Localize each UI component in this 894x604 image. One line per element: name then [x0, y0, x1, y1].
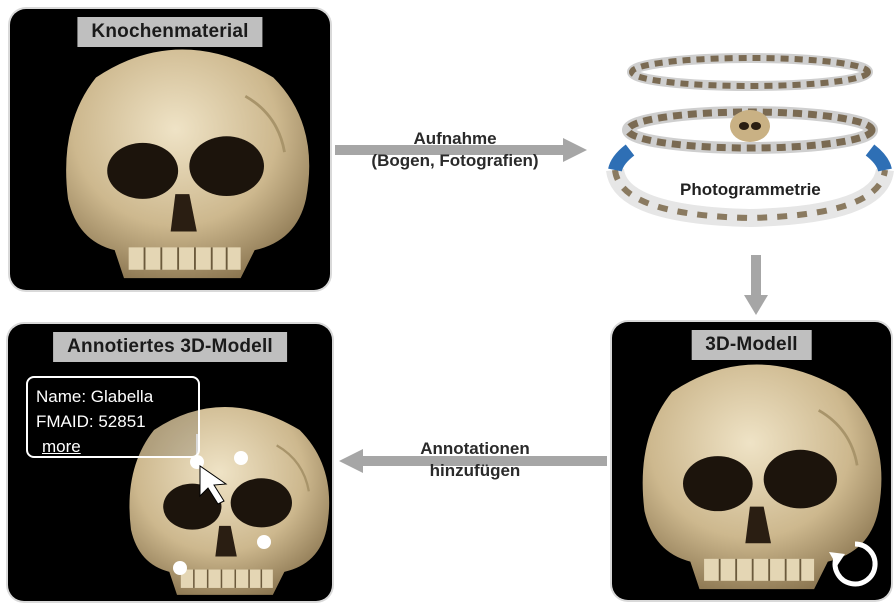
annotate-label: Annotationen hinzufügen: [380, 438, 570, 482]
landmark-point-4: [173, 561, 187, 575]
annotation-fmaid: FMAID: 52851: [36, 409, 190, 434]
panel-annotated-model: Annotiertes 3D-Modell Name: Glabella FMA…: [8, 324, 332, 601]
panel-title-3d-model: 3D-Modell: [691, 330, 812, 360]
annotation-more-link[interactable]: more: [42, 434, 190, 459]
capture-label-line2: (Bogen, Fotografien): [350, 150, 560, 172]
panel-bone-material: Knochenmaterial: [10, 9, 330, 290]
ring-top: [632, 58, 868, 86]
center-skull: [730, 110, 770, 142]
annotation-infobox: Name: Glabella FMAID: 52851 more: [26, 376, 200, 458]
skull-photo: [10, 9, 330, 290]
panel-title-bone-material: Knochenmaterial: [77, 17, 262, 47]
panel-3d-model: 3D-Modell: [612, 322, 891, 600]
photogrammetry-rings: [600, 40, 894, 250]
arrow-down: [744, 255, 768, 317]
panel-title-annotated-model: Annotiertes 3D-Modell: [53, 332, 287, 362]
photogrammetry-label: Photogrammetrie: [680, 180, 821, 200]
capture-label-line1: Aufnahme: [350, 128, 560, 150]
rotate-icon[interactable]: [827, 536, 883, 592]
capture-label: Aufnahme (Bogen, Fotografien): [350, 128, 560, 172]
landmark-point-3: [257, 535, 271, 549]
annotation-name: Name: Glabella: [36, 384, 190, 409]
skull-annotated: [8, 324, 332, 601]
landmark-point-2: [234, 451, 248, 465]
annotate-label-line1: Annotationen: [380, 438, 570, 460]
annotate-label-line2: hinzufügen: [380, 460, 570, 482]
